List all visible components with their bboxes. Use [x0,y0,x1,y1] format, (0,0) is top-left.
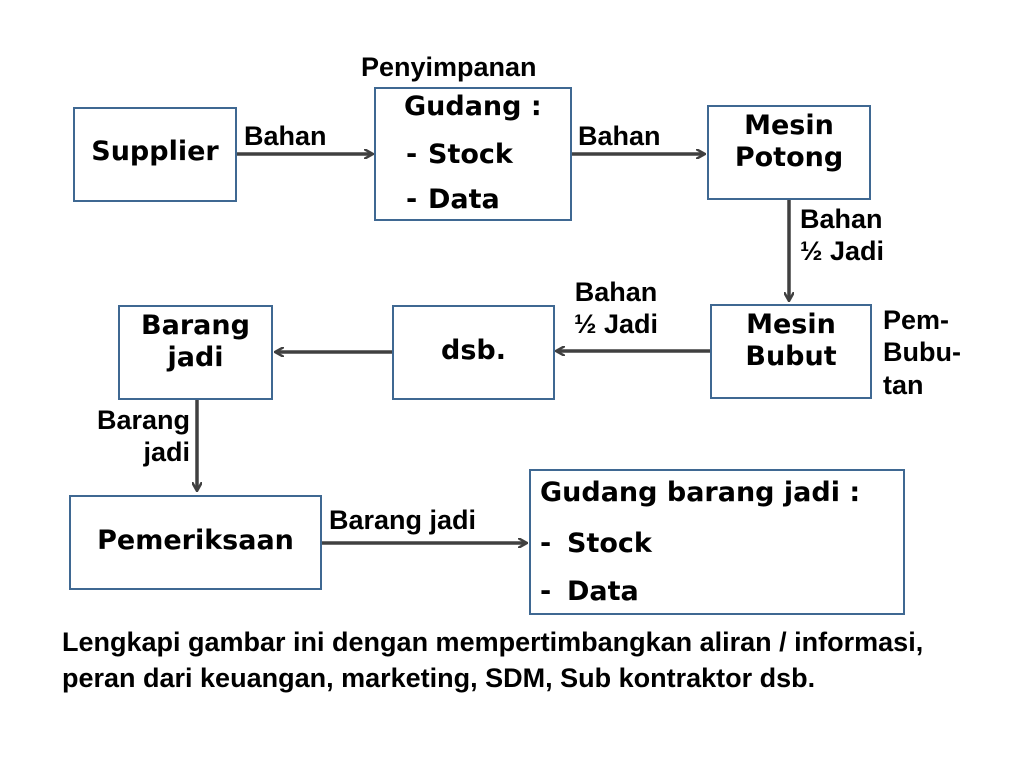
gudang-title: Gudang : [404,91,542,122]
bahan-setengah-jadi-label-1: Bahan ½ Jadi [800,204,885,267]
gudang-list-item: -Stock [406,131,513,179]
penyimpanan-label: Penyimpanan [361,52,537,82]
mesin-potong-label: Mesin Potong [734,110,844,174]
barang-jadi-box [118,305,273,400]
list-dash: - [406,139,418,170]
gudang-barang-jadi-box [529,469,905,615]
list-dash: - [406,184,418,215]
gudang-barang-jadi-title: Gudang barang jadi : [540,477,861,508]
supplier-box [73,107,237,202]
bahan-setengah-jadi-label-2: Bahan ½ Jadi [574,277,659,340]
dsb-box [392,305,555,400]
supplier-label: Supplier [91,136,219,167]
mesin-potong-box [707,105,871,200]
instruction-caption: Lengkapi gambar ini dengan mempertimbang… [62,627,924,694]
gudang-barang-jadi-list-item: -Stock [540,520,652,568]
bahan-label-1: Bahan [244,121,327,151]
bahan-label-2: Bahan [578,121,661,151]
barang-jadi-horizontal-label: Barang jadi [329,505,477,535]
gudang-list: -Stock -Data [406,131,513,224]
gudang-list-item: -Data [406,176,513,224]
gudang-barang-jadi-list-item: -Data [540,568,652,616]
pemeriksaan-label: Pemeriksaan [97,525,294,556]
pemeriksaan-box [69,495,322,590]
mesin-bubut-label: Mesin Bubut [745,309,837,373]
pembubutan-label: Pem- Bubu- tan [883,305,961,400]
barang-jadi-label: Barang jadi [141,310,250,374]
list-dash: - [540,528,552,559]
mesin-bubut-box [710,304,872,399]
barang-jadi-vertical-label: Barang jadi [96,405,190,468]
list-dash: - [540,576,552,607]
gudang-barang-jadi-list: -Stock -Data [540,520,652,616]
dsb-label: dsb. [441,335,506,366]
gudang-box [374,87,572,221]
